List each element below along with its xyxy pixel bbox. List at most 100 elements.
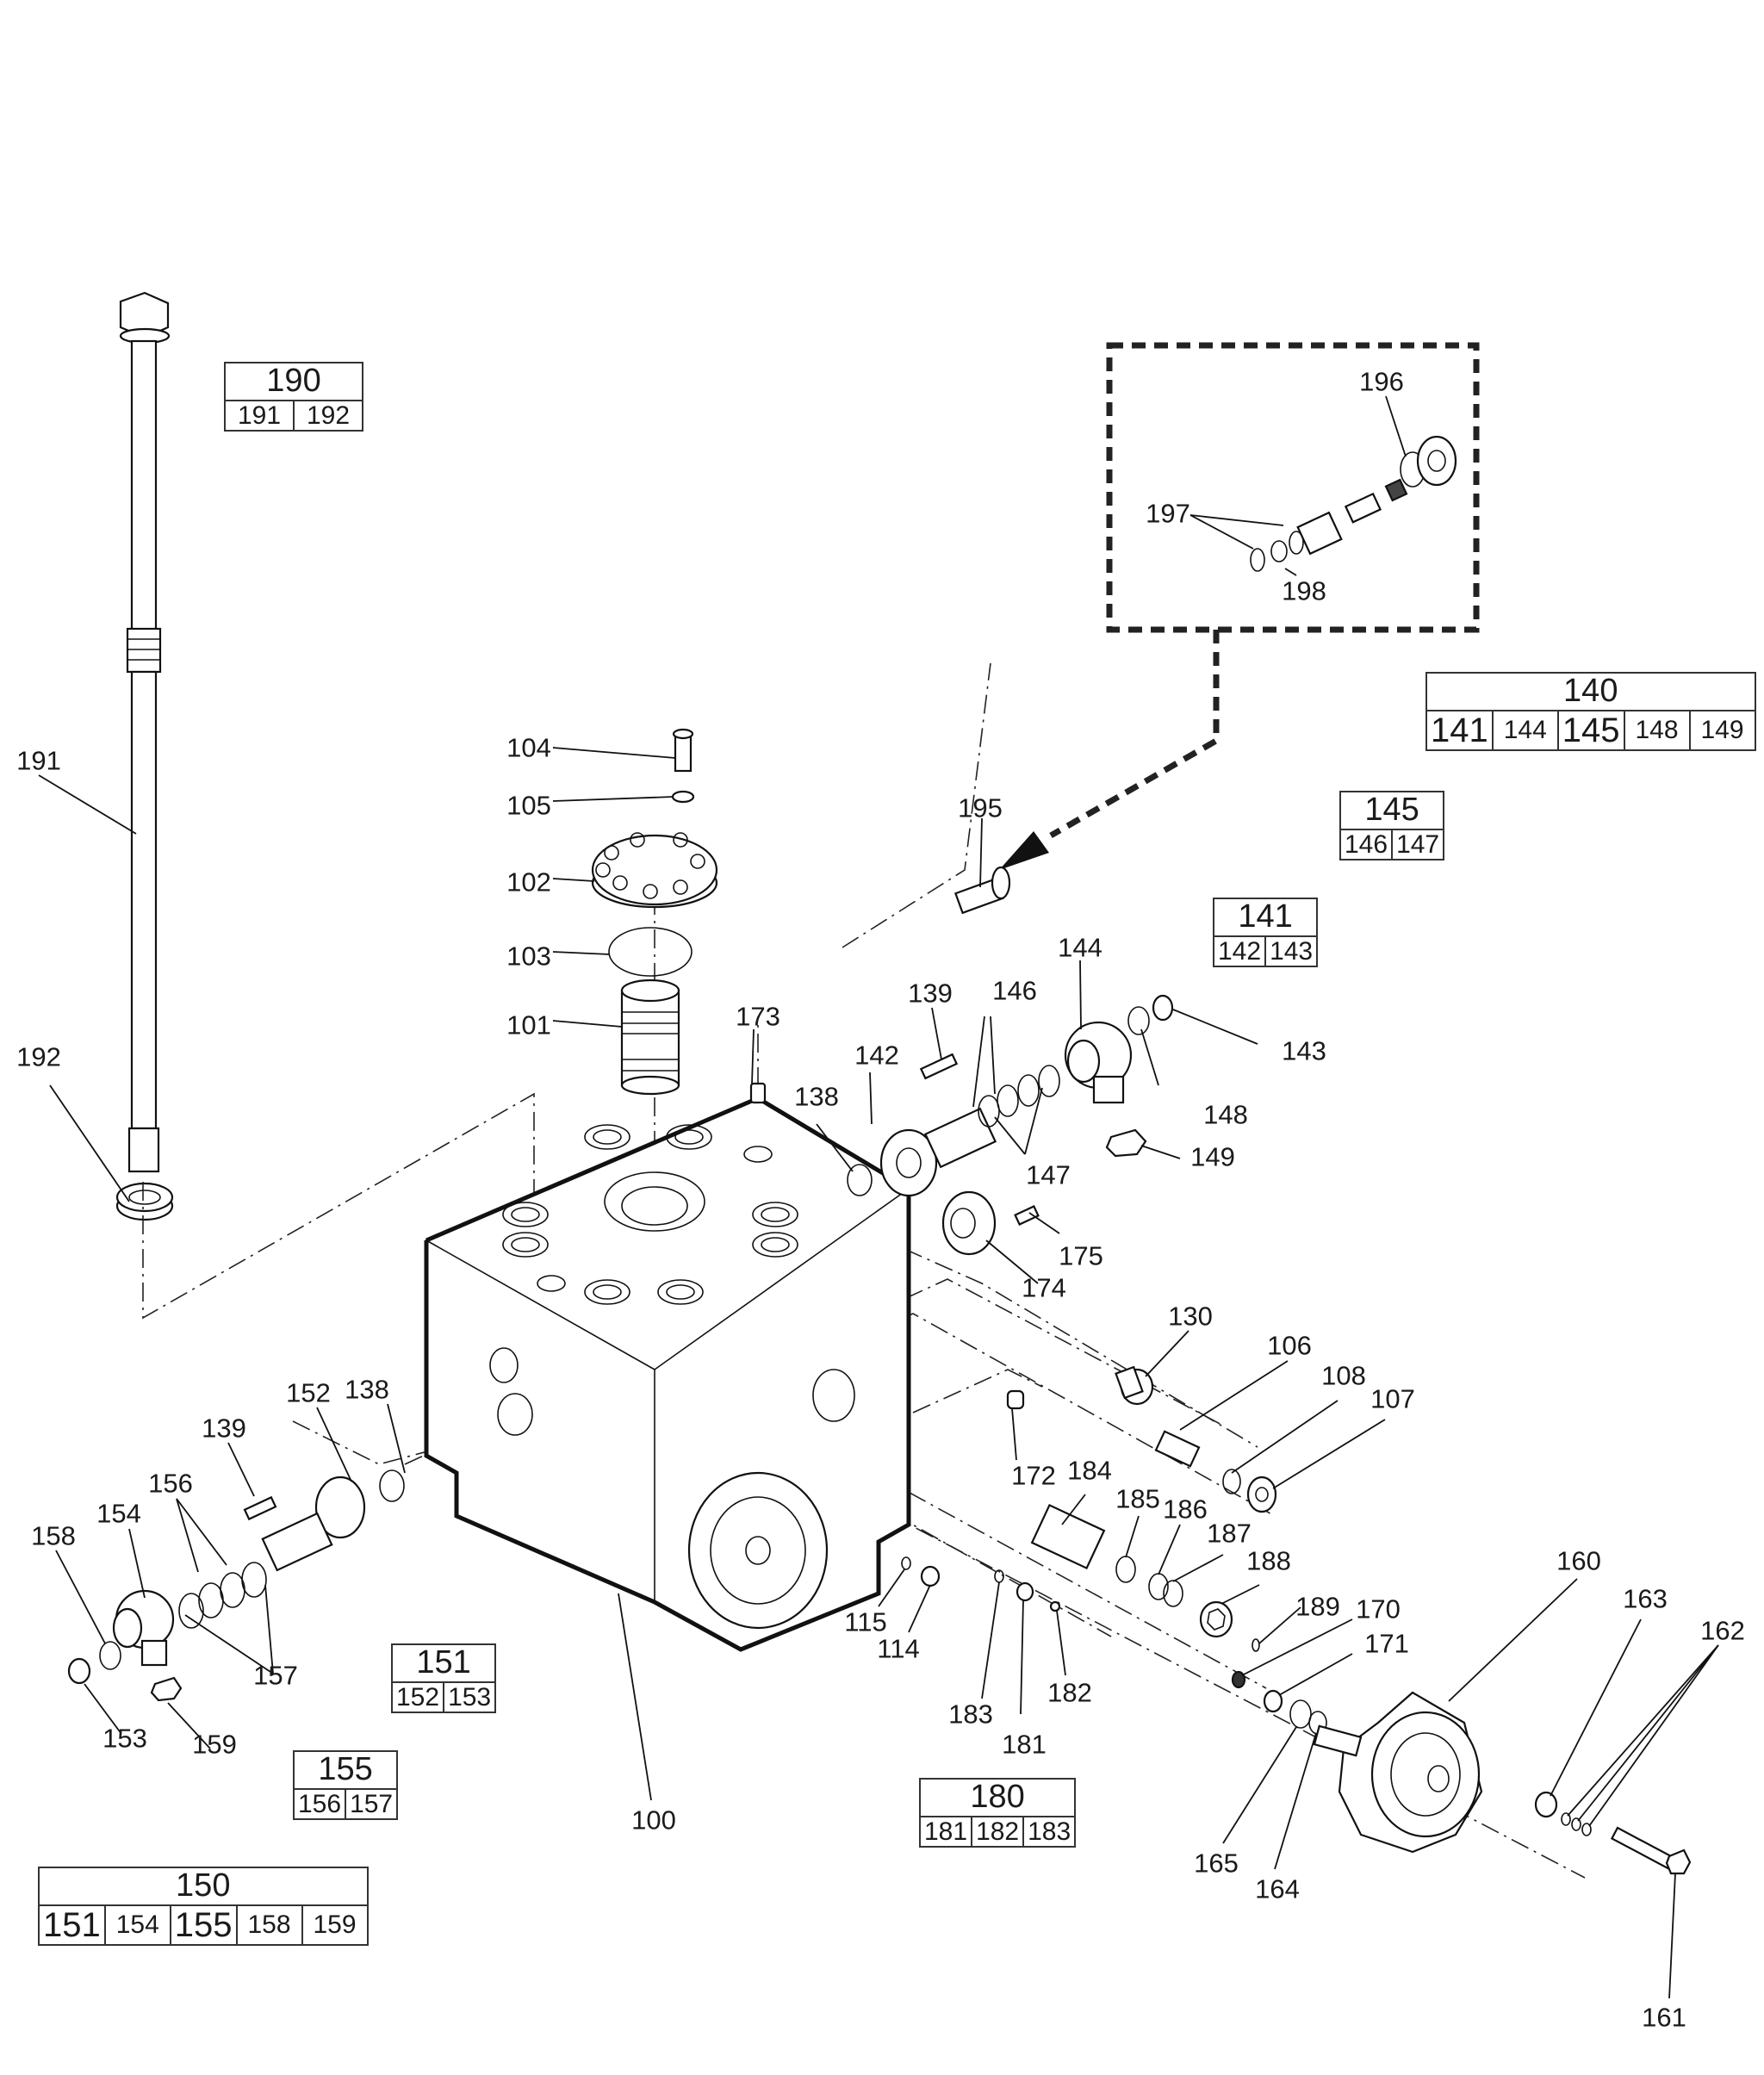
rings-185-187 — [1115, 1556, 1183, 1607]
callout-143: 143 — [1282, 1035, 1326, 1066]
kit-number: 150 — [38, 1867, 369, 1906]
elbow-144 — [1064, 1021, 1133, 1104]
callout-149: 149 — [1190, 1141, 1235, 1172]
callout-195: 195 — [958, 792, 1003, 823]
callout-139-right: 139 — [908, 978, 953, 1009]
callout-163: 163 — [1623, 1583, 1668, 1614]
bushing-192 — [115, 1182, 174, 1221]
spring-172 — [1006, 1389, 1025, 1410]
cartridge-101 — [620, 978, 680, 1096]
ring-165 — [1289, 1699, 1312, 1729]
rings-156-157 — [178, 1562, 267, 1629]
callout-107: 107 — [1370, 1383, 1415, 1414]
callout-198: 198 — [1282, 575, 1326, 606]
kit-item: 183 — [1022, 1815, 1077, 1848]
callout-152: 152 — [286, 1377, 331, 1408]
callout-147: 147 — [1026, 1159, 1071, 1190]
callout-182: 182 — [1047, 1677, 1092, 1708]
kit-item: 182 — [971, 1815, 1025, 1848]
kit-table-140: 140 141 144 145 148 149 — [1425, 672, 1756, 751]
elbow-154 — [112, 1589, 175, 1667]
o-ring-138 — [847, 1164, 873, 1196]
bolt-161 — [1610, 1826, 1692, 1875]
callout-183: 183 — [948, 1699, 993, 1730]
ring-108 — [1222, 1469, 1241, 1494]
plug-130 — [1115, 1365, 1154, 1406]
callout-103: 103 — [506, 941, 551, 972]
ring-158 — [99, 1641, 121, 1670]
callout-184: 184 — [1067, 1455, 1112, 1486]
callout-159: 159 — [192, 1729, 237, 1760]
rings-162 — [1561, 1812, 1592, 1836]
callout-191: 191 — [16, 745, 61, 776]
nut-159 — [150, 1676, 183, 1702]
kit-item: 155 — [169, 1904, 238, 1946]
callout-158: 158 — [31, 1520, 76, 1551]
kit-item: 158 — [235, 1904, 303, 1946]
ring-153 — [67, 1657, 91, 1685]
plug-173 — [749, 1082, 767, 1104]
callout-146: 146 — [992, 975, 1037, 1006]
kit-item: 144 — [1491, 709, 1559, 751]
flange-142 — [879, 1107, 997, 1197]
rings-146-147 — [978, 1065, 1060, 1128]
callout-156: 156 — [148, 1468, 193, 1499]
callout-196: 196 — [1359, 366, 1404, 397]
kit-table-141: 141 142 143 — [1212, 898, 1319, 967]
plug-181 — [1016, 1581, 1034, 1602]
callout-157: 157 — [253, 1660, 298, 1691]
callout-100: 100 — [631, 1805, 676, 1836]
kit-number: 180 — [918, 1778, 1077, 1817]
kit-table-145: 145 146 147 — [1339, 791, 1445, 860]
kit-item: 159 — [301, 1904, 369, 1946]
kit-item: 152 — [390, 1681, 445, 1713]
kit-number: 145 — [1339, 791, 1445, 830]
washer-105 — [671, 790, 695, 804]
detail-frame — [1106, 342, 1480, 633]
callout-170: 170 — [1356, 1594, 1401, 1625]
pump-cover-160 — [1313, 1691, 1483, 1854]
kit-table-190: 190 191 192 — [224, 362, 363, 432]
plug-107 — [1246, 1475, 1277, 1513]
detail-arrow — [999, 831, 1049, 870]
callout-175: 175 — [1059, 1240, 1103, 1271]
kit-item: 192 — [293, 399, 363, 432]
kit-item: 181 — [918, 1815, 973, 1848]
callout-104: 104 — [506, 732, 551, 763]
o-ring-103 — [608, 927, 693, 977]
kit-table-151: 151 152 153 — [390, 1643, 497, 1713]
kit-item: 148 — [1623, 709, 1691, 751]
callout-192: 192 — [16, 1041, 61, 1072]
flange-174 — [941, 1190, 997, 1256]
callout-186: 186 — [1163, 1494, 1208, 1525]
kit-item: 149 — [1688, 709, 1756, 751]
nut-188 — [1199, 1600, 1233, 1638]
kit-table-155: 155 156 157 — [292, 1750, 399, 1820]
detail-components — [1250, 435, 1457, 572]
plug-114 — [920, 1565, 941, 1587]
part-182 — [1049, 1600, 1061, 1612]
callout-144: 144 — [1058, 932, 1102, 963]
kit-number: 140 — [1425, 672, 1756, 711]
callout-174: 174 — [1022, 1272, 1066, 1303]
part-171 — [1263, 1689, 1283, 1713]
callout-165: 165 — [1194, 1848, 1239, 1879]
kit-table-180: 180 181 182 183 — [918, 1778, 1077, 1848]
callout-138-right: 138 — [794, 1081, 839, 1112]
valve-195 — [953, 866, 1011, 915]
callout-172: 172 — [1011, 1460, 1056, 1491]
callout-181: 181 — [1002, 1729, 1047, 1760]
o-ring-138-left — [379, 1469, 405, 1502]
screw-139-left — [243, 1495, 277, 1521]
callout-153: 153 — [102, 1723, 147, 1754]
ring-143 — [1152, 994, 1174, 1022]
callout-115: 115 — [844, 1606, 887, 1637]
kit-number: 151 — [390, 1643, 497, 1683]
kit-number: 190 — [224, 362, 363, 401]
callout-171: 171 — [1364, 1628, 1409, 1659]
callout-162: 162 — [1700, 1615, 1745, 1646]
nut-149 — [1105, 1128, 1147, 1158]
cover-102 — [591, 832, 718, 909]
screw-104 — [672, 728, 694, 773]
callout-161: 161 — [1642, 2002, 1686, 2033]
